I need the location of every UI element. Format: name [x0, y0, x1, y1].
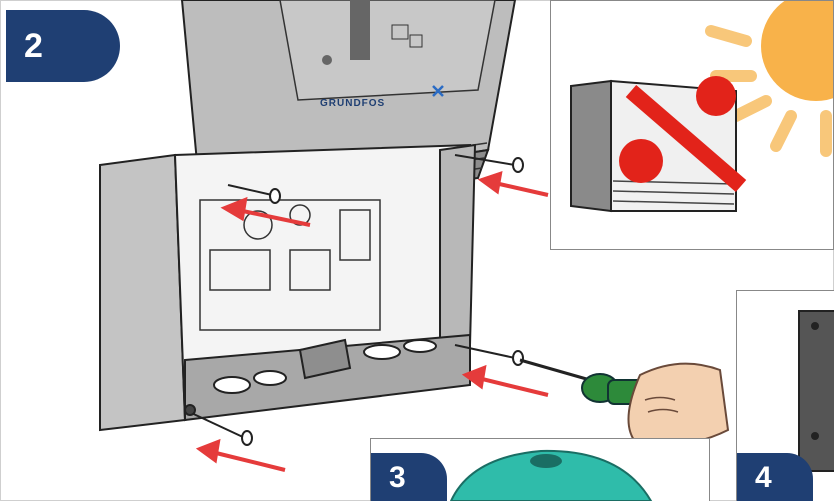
step-3-badge: 3	[371, 453, 447, 501]
step-2-badge: 2	[6, 10, 120, 82]
sunlight-warning-drawing	[551, 1, 833, 249]
sunlight-warning-panel	[550, 0, 834, 250]
step-4-panel: 4	[736, 290, 834, 501]
screwdriver-hand	[520, 360, 728, 446]
step-4-number: 4	[755, 461, 772, 495]
step-2-number: 2	[24, 27, 43, 66]
lid-logo-text: GRUNDFOS	[320, 98, 385, 109]
step-3-number: 3	[389, 461, 406, 495]
step-3-panel: 3	[370, 438, 710, 501]
box-housing	[100, 145, 523, 445]
step-4-badge: 4	[737, 453, 813, 501]
